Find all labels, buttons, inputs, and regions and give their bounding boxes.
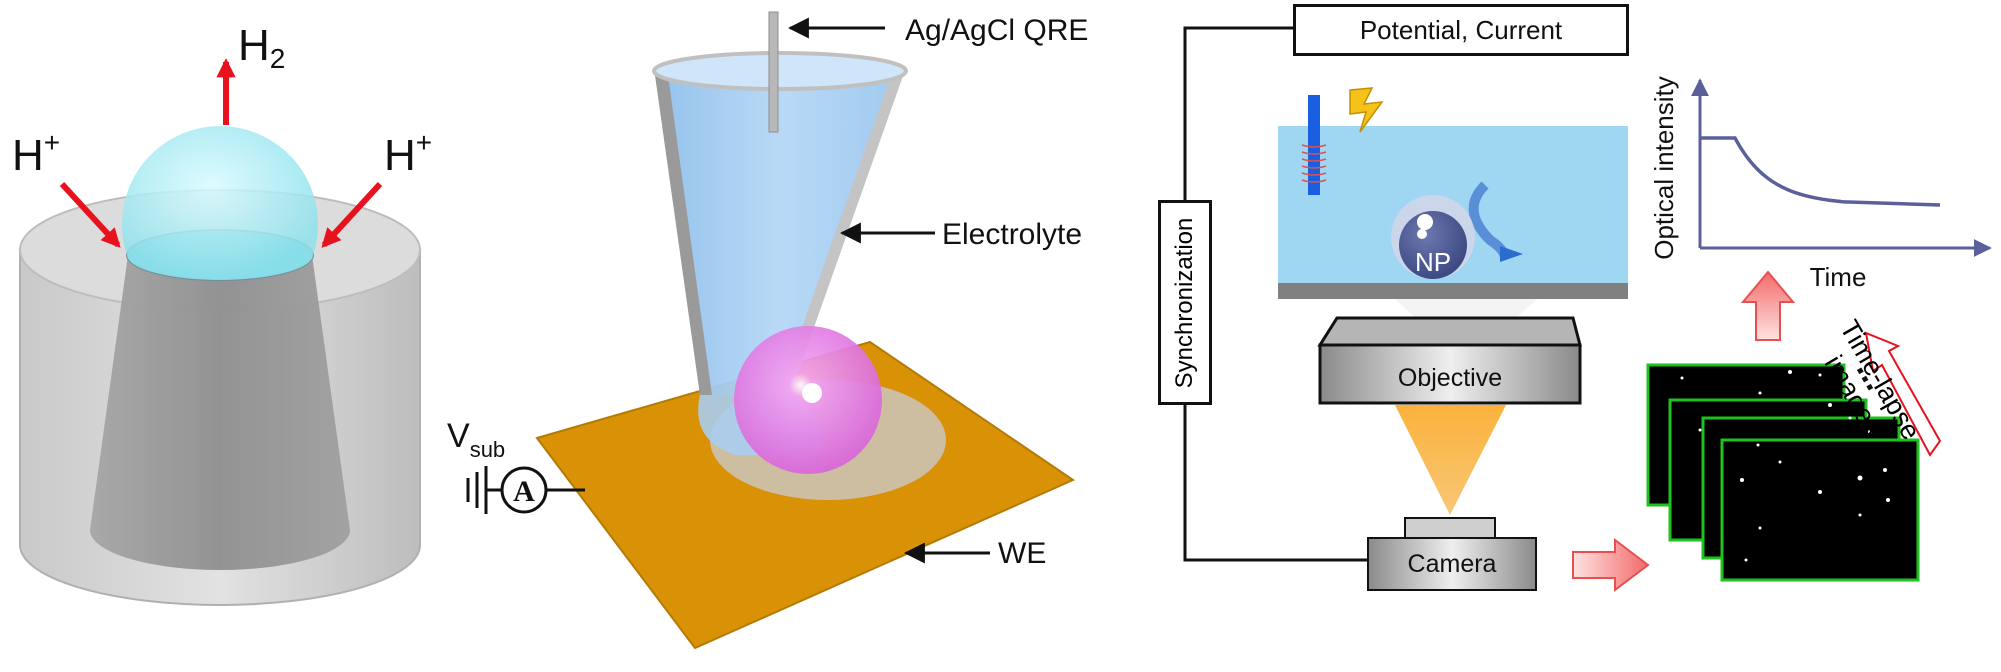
camera-to-images-arrow (1572, 537, 1650, 593)
droplet-bubble (734, 326, 882, 474)
images-to-plot-arrow (1740, 270, 1796, 341)
ammeter-symbol: A (513, 475, 535, 508)
we-label: WE (998, 537, 1046, 570)
nanoparticle (1391, 195, 1475, 279)
camera-label: Camera (1408, 550, 1497, 578)
time-lapse-arrow (1864, 331, 1942, 457)
hplus-right-label: H+ (384, 127, 432, 180)
light-cone (1395, 405, 1506, 515)
potential-current-box: Potential, Current (1293, 4, 1629, 56)
synchronization-label: Synchronization (1171, 217, 1198, 388)
synchronization-box: Synchronization (1158, 200, 1212, 405)
h2-label: H2 (238, 21, 285, 74)
ag-agcl-qre-label: Ag/AgCl QRE (905, 14, 1088, 47)
electrolyte-label: Electrolyte (942, 218, 1082, 251)
potential-current-label: Potential, Current (1359, 14, 1563, 45)
plot-ylabel: Optical intensity (1649, 76, 1679, 260)
circuit-symbol (466, 466, 585, 514)
hplus-left-label: H+ (12, 127, 60, 180)
objective-label: Objective (1398, 364, 1502, 392)
plot-xlabel: Time (1810, 262, 1867, 292)
time-lapse-image-stack (1646, 363, 1920, 582)
intensity-plot (1691, 78, 1992, 257)
pipette-tip-cross-section (19, 58, 421, 606)
objective-lens (1317, 316, 1582, 405)
reference-electrode-wire (768, 11, 779, 133)
np-label: NP (1415, 247, 1451, 277)
camera (1367, 517, 1537, 591)
vsub-label: Vsub (447, 417, 505, 462)
